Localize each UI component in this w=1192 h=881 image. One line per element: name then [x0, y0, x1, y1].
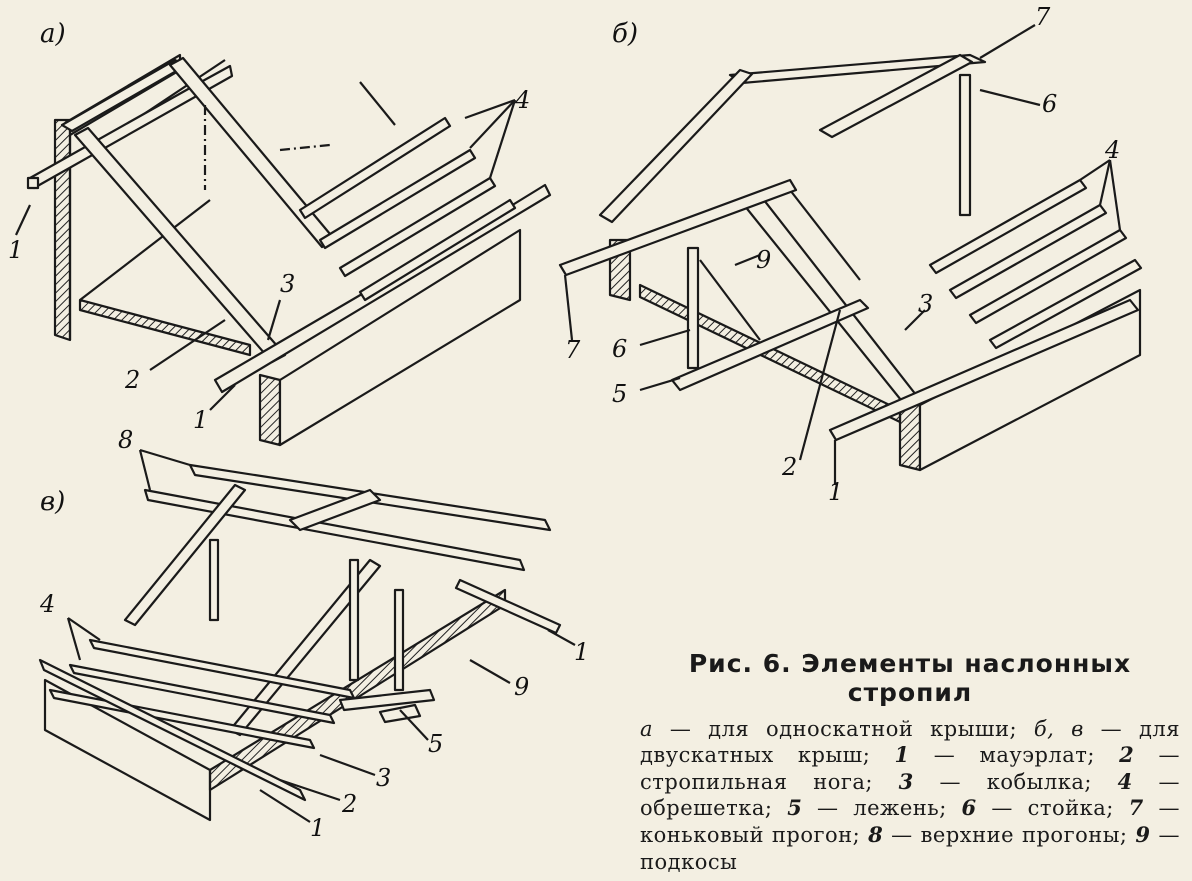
legend-text: — обрешетка;: [640, 769, 1180, 821]
legend-key: 1: [894, 742, 910, 768]
panel-b-post-1: [686, 246, 700, 370]
legend-text: — кобылка;: [913, 769, 1118, 794]
panel-a-batten-3: [338, 176, 497, 278]
legend-key: 9: [1135, 822, 1151, 848]
callout-b-9: 9: [756, 246, 771, 274]
callout-a-4: 4: [514, 86, 530, 114]
panel-a-tall-wall: [53, 118, 72, 342]
legend-text: — лежень;: [802, 796, 962, 821]
legend-text: — мауэрлат;: [909, 743, 1120, 768]
callout-v-1-bottom: 1: [310, 814, 325, 842]
callout-b-6-left: 6: [612, 335, 627, 363]
legend-key: 4: [1117, 768, 1133, 794]
panel-v-batten-1: [88, 638, 356, 700]
panel-b-label: б): [612, 19, 638, 49]
legend-key: 6: [961, 795, 977, 821]
panel-v-rafter-3: [288, 488, 382, 532]
callout-a-3: 3: [280, 270, 295, 298]
panel-v-batten-2: [68, 663, 336, 725]
legend-text: — стойка;: [976, 796, 1129, 821]
panel-a-batten-4: [358, 198, 517, 302]
panel-a-batten-2: [318, 148, 477, 250]
panel-b-rafter-ridge: [818, 53, 974, 139]
legend-text: — коньковый прогон;: [640, 796, 1180, 848]
callout-a-1-bottom: 1: [193, 406, 208, 434]
panel-v-sill-1: [338, 688, 436, 712]
caption-title-prefix: Рис. 6: [688, 649, 782, 678]
callout-b-4: 4: [1104, 136, 1120, 164]
panel-b-batten-1: [928, 178, 1088, 275]
callout-a-2: 2: [124, 366, 140, 394]
legend-key: 5: [787, 795, 803, 821]
panel-v-mauerlat-back: [454, 578, 562, 635]
panel-a-floor-slab: [78, 298, 252, 357]
callout-a-1-top: 1: [8, 236, 23, 264]
panel-v-front-wall: [43, 678, 212, 822]
caption-title-text: . Элементы наслонных стропил: [781, 649, 1132, 707]
panel-v-rafter-1: [123, 483, 247, 627]
caption-legend: а — для односкатной крыши; б, в — для дв…: [640, 716, 1180, 876]
legend-text: — подкосы: [640, 823, 1180, 874]
panel-b-batten-3: [968, 228, 1128, 325]
callout-b-7-left: 7: [565, 336, 581, 364]
panel-v-sill-2: [378, 703, 422, 724]
panel-a-batten-1: [298, 116, 452, 220]
callout-v-5: 5: [428, 730, 443, 758]
panel-b-floor-slab: [638, 283, 902, 424]
callout-v-3: 3: [376, 764, 391, 792]
legend-text: — верхние прогоны;: [883, 823, 1136, 848]
callout-v-4: 4: [39, 590, 55, 618]
panel-b-batten-2: [948, 203, 1108, 300]
legend-key: б, в: [1033, 716, 1084, 741]
panel-a-label: а): [40, 19, 66, 49]
callout-b-7-top: 7: [1035, 3, 1051, 31]
callout-v-1-right: 1: [574, 638, 589, 666]
figure-caption: Рис. 6. Элементы наслонных стропил а — д…: [640, 649, 1180, 876]
panel-a-low-wall: [258, 373, 282, 447]
callout-v-8: 8: [118, 426, 133, 454]
panel-b-post-2: [958, 73, 972, 217]
callout-b-3: 3: [918, 290, 933, 318]
panel-b-mauerlat-left: [558, 178, 798, 277]
panel-v-post-3: [393, 588, 405, 692]
panel-v-post-1: [208, 538, 220, 622]
panel-v-post-2: [348, 558, 360, 682]
panel-b-rafter-right: [738, 193, 922, 407]
panel-b-sill: [670, 298, 870, 392]
legend-key: 3: [898, 768, 914, 794]
panel-b-drawing: [558, 24, 1143, 485]
legend-key: 8: [868, 822, 884, 848]
callout-v-2: 2: [341, 790, 357, 818]
panel-b-batten-4: [988, 258, 1143, 350]
legend-text: — для двускатных крыш;: [640, 716, 1181, 768]
callout-b-1: 1: [828, 478, 843, 506]
panel-b-rafter-left: [598, 68, 754, 224]
legend-key: 2: [1119, 742, 1135, 768]
panel-v-mauerlat-front: [38, 658, 307, 802]
caption-title: Рис. 6. Элементы наслонных стропил: [640, 649, 1180, 708]
panel-v-drawing: [38, 448, 576, 823]
callout-b-5: 5: [612, 380, 627, 408]
legend-text: — для односкатной крыши;: [653, 716, 1034, 741]
panel-a-rafter-2: [168, 56, 337, 249]
panel-v-label: в): [40, 487, 65, 517]
panel-b-mauerlat-right: [828, 298, 1140, 442]
callout-b-2: 2: [781, 453, 797, 481]
legend-key: 7: [1128, 795, 1144, 821]
callout-v-9: 9: [514, 673, 529, 701]
panel-v-upper-purlin-1: [143, 488, 526, 572]
legend-text: — стропильная нога;: [640, 743, 1180, 794]
panel-a-drawing: [15, 53, 552, 447]
legend-key: а: [640, 716, 654, 741]
callout-b-6-top: 6: [1042, 90, 1057, 118]
